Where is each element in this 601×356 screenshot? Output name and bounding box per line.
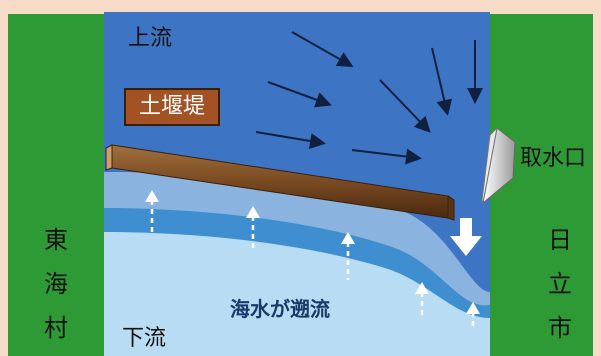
flow-arrow xyxy=(431,47,453,116)
right-bank-char: 日 xyxy=(548,226,572,254)
flow-arrow xyxy=(291,31,354,67)
seawater-layer-3 xyxy=(104,232,490,356)
right-bank-label: 日 立 市 xyxy=(540,218,580,350)
backflow-arrow xyxy=(415,282,429,318)
flow-arrow xyxy=(255,131,326,149)
backflow-arrows xyxy=(145,190,480,330)
backflow-arrow xyxy=(341,232,355,280)
left-bank-char: 村 xyxy=(44,314,68,342)
backflow-arrow xyxy=(466,302,480,330)
embankment-label: 土堰堤 xyxy=(138,94,205,119)
right-bank-char: 立 xyxy=(548,270,572,298)
flow-arrow xyxy=(351,148,422,165)
left-bank-char: 海 xyxy=(44,270,68,298)
seawater-backflow-label: 海水が遡流 xyxy=(230,297,330,321)
left-bank-label: 東 海 村 xyxy=(36,218,76,350)
intake-label: 取水口 xyxy=(520,146,587,171)
backflow-arrow xyxy=(145,190,159,232)
intake-structure xyxy=(481,126,516,205)
flow-arrow xyxy=(267,81,332,108)
upstream-label: 上流 xyxy=(128,26,173,51)
right-bank-char: 市 xyxy=(548,314,572,342)
downstream-label: 下流 xyxy=(122,326,167,351)
left-bank-char: 東 xyxy=(44,226,68,254)
flow-arrow xyxy=(379,79,431,133)
embankment-label-box: 土堰堤 xyxy=(124,88,220,126)
embankment-beam xyxy=(105,144,455,221)
backflow-arrow xyxy=(246,206,260,250)
right-bank xyxy=(490,14,593,356)
left-bank xyxy=(8,14,106,356)
down-arrow-white xyxy=(450,218,482,256)
flow-arrows xyxy=(255,31,483,165)
